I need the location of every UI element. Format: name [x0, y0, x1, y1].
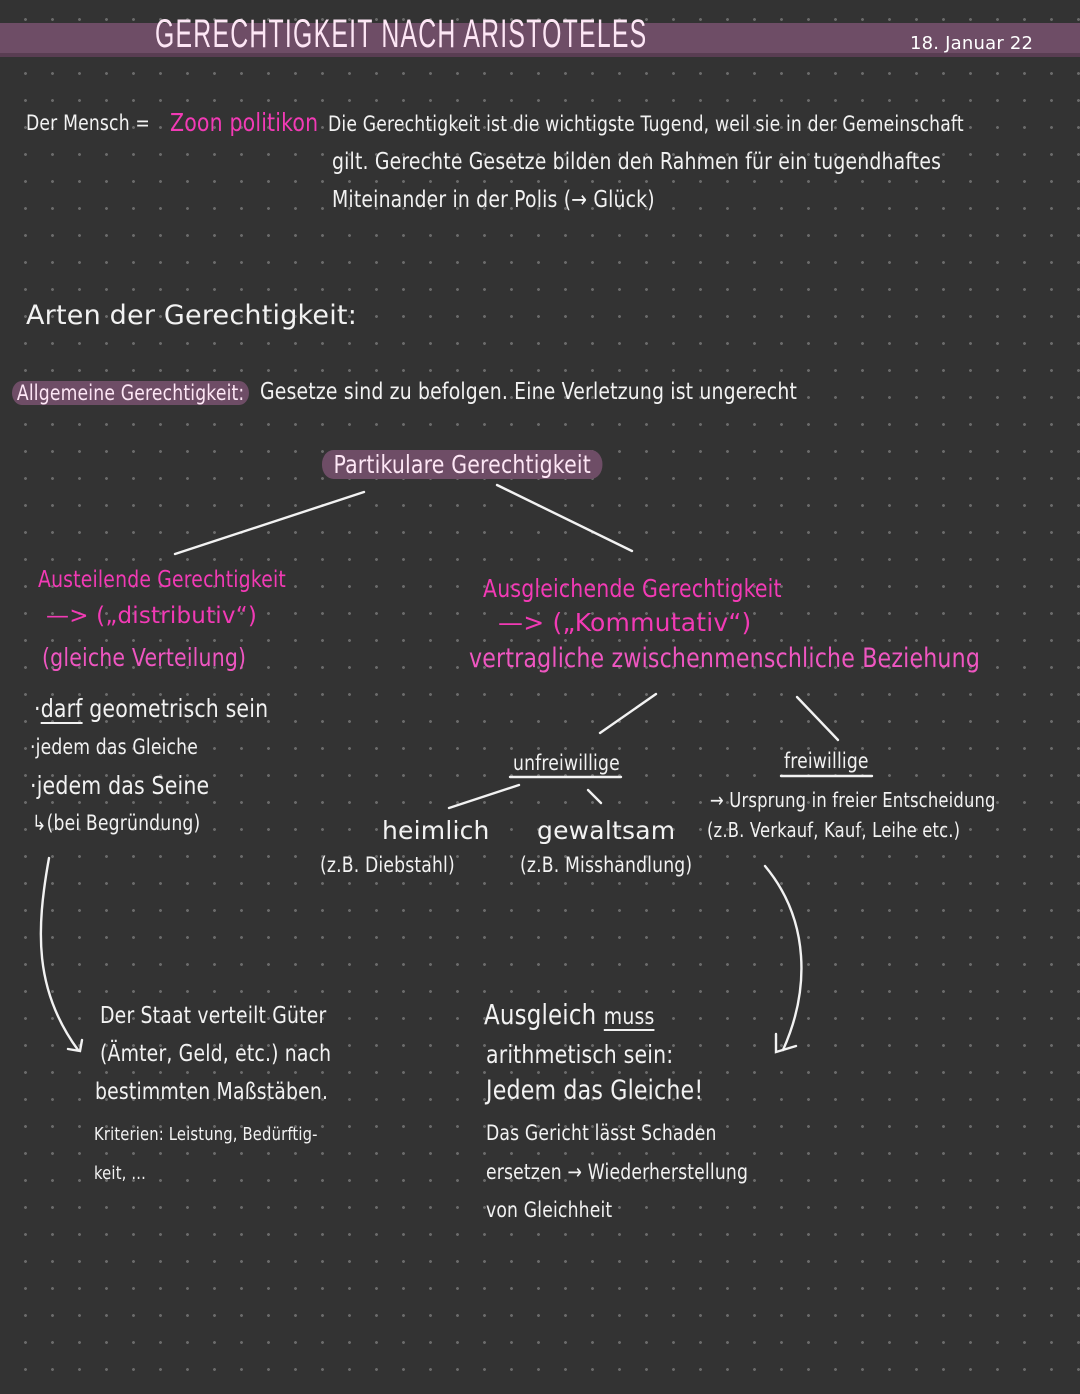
intro-line-1: Die Gerechtigkeit ist die wichtigste Tug… — [328, 112, 964, 136]
heimlich-example: (z.B. Diebstahl) — [320, 853, 455, 877]
austeilende-result-2: (Ämter, Geld, etc.) nach — [100, 1041, 332, 1067]
line-to-austeilende — [173, 490, 366, 556]
austeilende-title: Austeilende Gerechtigkeit — [38, 567, 286, 593]
austeilende-note: ↳(bei Begründung) — [32, 811, 201, 835]
intro-line-2: gilt. Gerechte Gesetze bilden den Rahmen… — [332, 149, 942, 175]
result-emphasis: muss — [603, 1004, 655, 1030]
arrow-right-curve — [763, 864, 803, 1052]
intro-subject: Der Mensch = — [26, 111, 150, 135]
austeilende-result-5: keit, ... — [94, 1163, 146, 1184]
line-to-unfreiwillige — [598, 692, 658, 735]
allgemeine-text: Gesetze sind zu befolgen. Eine Verletzun… — [260, 379, 798, 405]
austeilende-meaning: (gleiche Verteilung) — [42, 643, 247, 672]
unfreiwillige-label: unfreiwillige — [513, 751, 620, 775]
freiwillige-line-2: (z.B. Verkauf, Kauf, Leihe etc.) — [707, 818, 961, 842]
line-to-gewaltsam — [586, 788, 603, 805]
section-heading: Arten der Gerechtigkeit: — [26, 300, 358, 331]
line-to-ausgleichende — [495, 483, 634, 553]
partikulare-label: Partikulare Gerechtigkeit — [322, 450, 603, 479]
freiwillige-label: freiwillige — [784, 749, 869, 773]
line-to-freiwillige — [795, 695, 840, 742]
austeilende-subtitle: —> („distributiv“) — [46, 603, 257, 629]
bullet-emphasis: darf — [40, 694, 83, 723]
title-band — [0, 23, 1080, 57]
ausgleichende-result-3: Jedem das Gleiche! — [486, 1075, 704, 1106]
ausgleichende-meaning: vertragliche zwischenmenschliche Beziehu… — [469, 643, 981, 674]
arrow-left-curve — [39, 856, 80, 1052]
austeilende-bullet-1: ·darf geometrisch sein — [34, 694, 269, 723]
date: 18. Januar 22 — [910, 33, 1034, 54]
austeilende-bullet-3: ·jedem das Seine — [30, 771, 210, 800]
allgemeine-label: Allgemeine Gerechtigkeit: — [12, 381, 250, 405]
ausgleichende-subtitle: —> („Kommutativ“) — [498, 608, 752, 637]
austeilende-result-4: Kriterien: Leistung, Bedürftig- — [94, 1124, 318, 1145]
austeilende-result-1: Der Staat verteilt Güter — [100, 1003, 327, 1029]
ausgleichende-result-2: arithmetisch sein: — [486, 1040, 674, 1069]
intro-term: Zoon politikon — [170, 108, 319, 137]
gewaltsam-example: (z.B. Misshandlung) — [520, 853, 693, 877]
ausgleichende-result-1: Ausgleich muss — [484, 998, 655, 1031]
arrow-left-head — [66, 1038, 84, 1053]
ausgleichende-result-4: Das Gericht lässt Schaden — [486, 1121, 717, 1145]
austeilende-result-3: bestimmten Maßstäben. — [95, 1079, 329, 1105]
austeilende-bullet-2: ·jedem das Gleiche — [30, 735, 199, 759]
ausgleichende-title: Ausgleichende Gerechtigkeit — [483, 574, 782, 603]
page-title: GERECHTIGKEIT NACH ARISTOTELES — [155, 12, 648, 56]
ausgleichende-result-5: ersetzen → Wiederherstellung — [486, 1160, 749, 1184]
heimlich-label: heimlich — [382, 816, 490, 845]
intro-line-3: Miteinander in der Polis (→ Glück) — [332, 187, 655, 213]
line-to-heimlich — [447, 783, 521, 810]
freiwillige-line-1: → Ursprung in freier Entscheidung — [710, 788, 996, 812]
gewaltsam-label: gewaltsam — [537, 816, 676, 845]
arrow-right-head — [774, 1032, 798, 1054]
ausgleichende-result-6: von Gleichheit — [486, 1198, 613, 1222]
